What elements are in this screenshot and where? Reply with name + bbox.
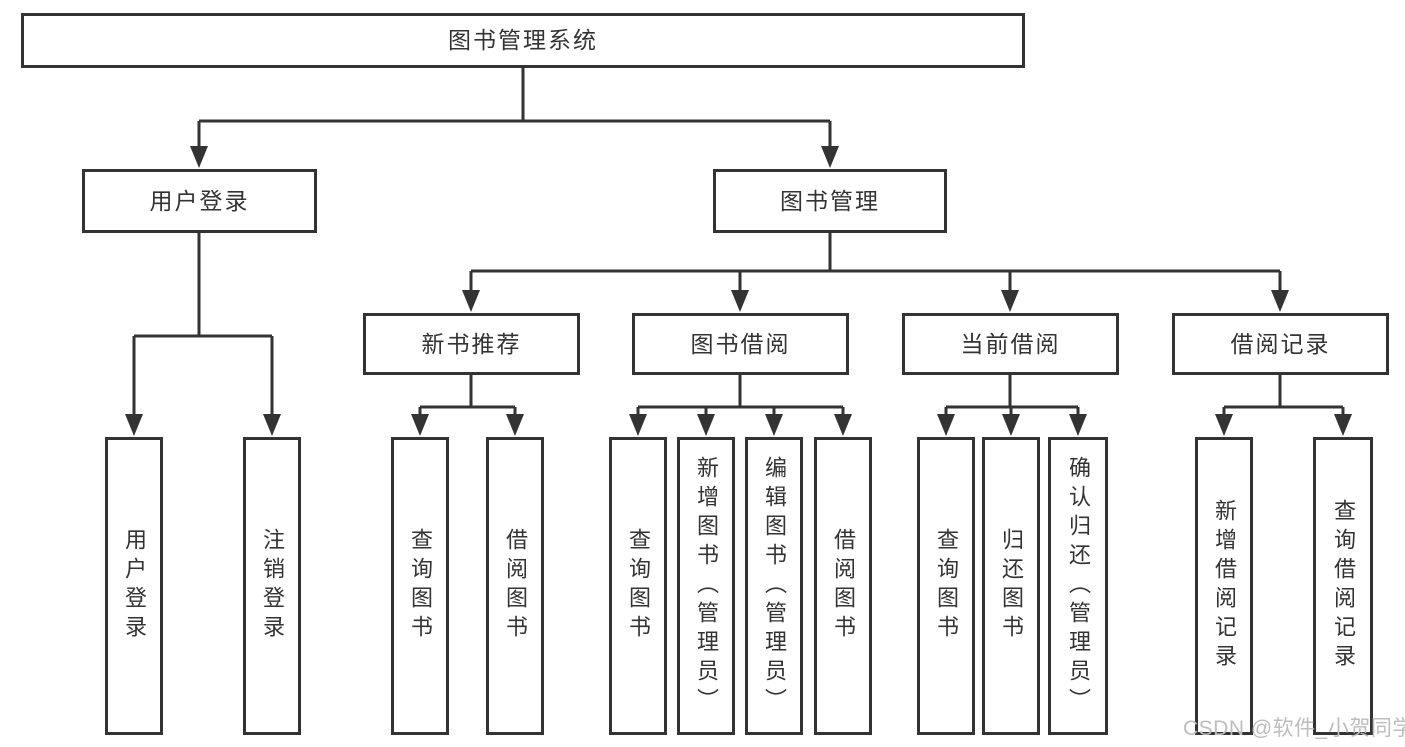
arrowheads (125, 146, 1352, 436)
arrowhead-icon (821, 146, 839, 168)
connector-lines (636, 375, 845, 420)
arrowhead-icon (1334, 414, 1352, 436)
arrowhead-icon (937, 414, 955, 436)
node-book-management: 图书管理 (713, 169, 947, 233)
arrowhead-icon (697, 414, 715, 436)
node-confirm-return-admin: 确认归还（管理员） (1048, 437, 1108, 735)
arrowhead-icon (1002, 414, 1020, 436)
node-edit-book-admin: 编辑图书（管理员） (745, 437, 803, 735)
node-query-book-3: 查询图书 (917, 437, 975, 735)
node-add-borrow-record: 新增借阅记录 (1195, 437, 1253, 735)
node-add-book-admin: 新增图书（管理员） (677, 437, 735, 735)
node-logout: 注销登录 (243, 437, 301, 735)
arrowhead-icon (506, 414, 524, 436)
arrowhead-icon (1069, 414, 1087, 436)
arrowhead-icon (462, 290, 480, 312)
node-book-borrow: 图书借阅 (632, 313, 849, 375)
node-query-book-2: 查询图书 (609, 437, 667, 735)
connector-lines (944, 375, 1080, 420)
connector-lines (1222, 375, 1345, 420)
node-query-borrow-record: 查询借阅记录 (1313, 437, 1373, 735)
arrowhead-icon (629, 414, 647, 436)
arrowhead-icon (1271, 290, 1289, 312)
connector-lines (469, 233, 1282, 296)
connector-lines (197, 68, 832, 152)
node-borrow-book-2: 借阅图书 (814, 437, 872, 735)
node-query-book-1: 查询图书 (391, 437, 449, 735)
csdn-watermark: CSDN @软件_小贺同学 (1183, 717, 1405, 740)
connector-lines (418, 375, 517, 420)
node-new-book-recommend: 新书推荐 (363, 313, 580, 375)
node-user-login: 用户登录 (82, 169, 317, 233)
node-borrow-book-1: 借阅图书 (486, 437, 544, 735)
node-borrow-records: 借阅记录 (1172, 313, 1389, 375)
arrowhead-icon (731, 290, 749, 312)
node-library-system: 图书管理系统 (21, 13, 1025, 68)
arrowhead-icon (765, 414, 783, 436)
node-current-borrow: 当前借阅 (902, 313, 1119, 375)
arrowhead-icon (1215, 414, 1233, 436)
node-return-book: 归还图书 (982, 437, 1040, 735)
arrowhead-icon (190, 146, 208, 168)
connector-lines (132, 232, 274, 420)
arrowhead-icon (125, 414, 143, 436)
arrowhead-icon (1001, 290, 1019, 312)
arrowhead-icon (834, 414, 852, 436)
arrowhead-icon (263, 414, 281, 436)
node-login: 用户登录 (105, 437, 163, 735)
arrowhead-icon (411, 414, 429, 436)
